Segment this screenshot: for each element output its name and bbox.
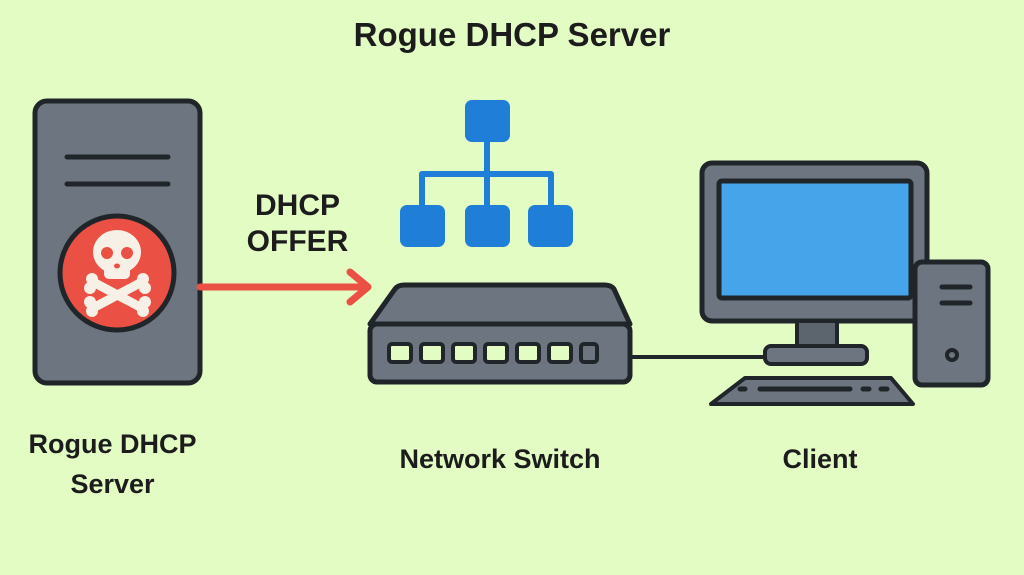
- switch-port: [547, 342, 573, 364]
- arrow-label: DHCP OFFER: [225, 188, 370, 260]
- dhcp-offer-arrow: [196, 268, 372, 306]
- client-label: Client: [782, 444, 858, 474]
- network-topology-icon: [400, 100, 573, 247]
- arrow-label-line-1: DHCP: [254, 189, 340, 222]
- rogue-server-label-line-2: Server: [70, 469, 155, 499]
- skull-crossbones-icon: [57, 213, 177, 333]
- switch-port: [579, 342, 599, 364]
- arrow-label-line-2: OFFER: [246, 225, 349, 258]
- switch-port: [483, 342, 509, 364]
- diagram-title: Rogue DHCP Server: [353, 16, 671, 53]
- rogue-server-icon: [32, 98, 203, 386]
- switch-port: [387, 342, 413, 364]
- rogue-server-label-line-1: Rogue DHCP: [28, 429, 197, 459]
- rogue-server-label: Rogue DHCP Server: [0, 424, 225, 504]
- switch-port: [419, 342, 445, 364]
- network-switch-label: Network Switch: [399, 444, 601, 474]
- switch-port: [515, 342, 541, 364]
- switch-port: [451, 342, 477, 364]
- network-switch-icon: [367, 282, 633, 385]
- client-computer-icon: [699, 160, 991, 406]
